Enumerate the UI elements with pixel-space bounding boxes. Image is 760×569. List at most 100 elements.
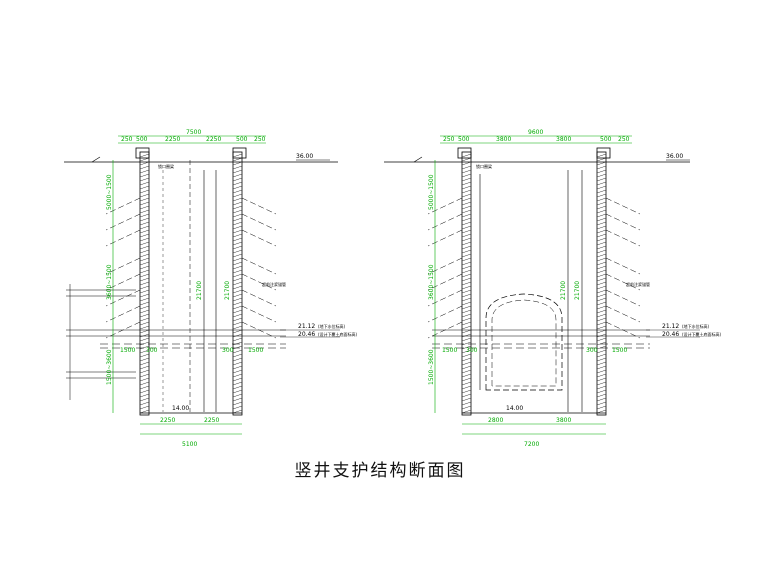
hatch-line: [139, 185, 150, 190]
hatch-line: [139, 205, 150, 210]
hatch-line: [139, 305, 150, 310]
hatch-line: [596, 313, 607, 318]
hatch-line: [596, 245, 607, 250]
hatch-line: [461, 257, 472, 262]
hatch-line: [461, 245, 472, 250]
anchor-group: [105, 197, 277, 339]
anchor-pipe: [427, 273, 463, 291]
hatch-line: [461, 157, 472, 162]
collar-beam-right: [596, 147, 611, 159]
hatch-line: [139, 281, 150, 286]
left-wall: [139, 151, 150, 416]
hatch-line: [596, 333, 607, 338]
side-dim-3: 1500~3600: [106, 349, 113, 385]
hatch-line: [232, 281, 243, 286]
hatch-line: [461, 393, 472, 398]
right-side-dim-2: 1500: [612, 347, 627, 354]
hatch-line: [139, 189, 150, 194]
hatch-line: [596, 205, 607, 210]
hatch-line: [232, 241, 243, 246]
anchor-pipe: [105, 229, 141, 247]
hatch-line: [232, 233, 243, 238]
hatch-line: [232, 173, 243, 178]
top-seg-2: 500: [458, 136, 470, 143]
anchor-pipe: [605, 289, 641, 307]
hatch-line: [232, 265, 243, 270]
ground-elev-label: 36.00: [296, 153, 313, 160]
hatch-line: [139, 361, 150, 366]
anchor-pipe: [241, 305, 277, 323]
span-label-1: 1500: [120, 347, 135, 354]
hatch-line: [232, 217, 243, 222]
hatch-line: [596, 329, 607, 334]
hatch-line: [232, 165, 243, 170]
hatch-line: [139, 157, 150, 162]
hatch-line: [232, 389, 243, 394]
hatch-line: [139, 301, 150, 306]
hatch-line: [596, 369, 607, 374]
right-wall: [232, 151, 243, 416]
bottom-seg-2: 3800: [556, 417, 571, 424]
hatch-line: [461, 369, 472, 374]
hatch-line: [232, 205, 243, 210]
hatch-line: [139, 197, 150, 202]
hatch-line: [596, 321, 607, 326]
collar-beam-left: [457, 147, 472, 159]
hatch-line: [461, 385, 472, 390]
bottom-width-label: 5100: [182, 441, 197, 448]
bottom-seg-2: 2250: [204, 417, 219, 424]
top-seg-6: 250: [618, 136, 630, 143]
hatch-line: [461, 373, 472, 378]
hatch-line: [139, 369, 150, 374]
hatch-line: [461, 269, 472, 274]
hatch-line: [596, 153, 607, 158]
collar-beam-left: [135, 147, 150, 159]
hatch-line: [139, 249, 150, 254]
hatch-line: [232, 157, 243, 162]
hatch-line: [461, 397, 472, 402]
hatch-line: [139, 273, 150, 278]
hatch-line: [232, 261, 243, 266]
top-seg-5: 500: [236, 136, 248, 143]
hatch-line: [139, 409, 150, 414]
ground-tick: [413, 156, 423, 163]
anchor-pipe: [241, 229, 277, 247]
hatch-line: [139, 229, 150, 234]
hatch-line: [232, 245, 243, 250]
hatch-line: [139, 289, 150, 294]
hatch-line: [232, 305, 243, 310]
hatch-line: [596, 361, 607, 366]
anchor-pipe: [105, 289, 141, 307]
anchor-group: [427, 197, 641, 339]
hatch-line: [596, 197, 607, 202]
hatch-line: [139, 377, 150, 382]
hatch-line: [139, 309, 150, 314]
anchor-pipe: [427, 289, 463, 307]
wall-hatch: [461, 153, 607, 414]
anchor-pipe: [427, 229, 463, 247]
top-seg-3: 3800: [496, 136, 511, 143]
hatch-line: [596, 393, 607, 398]
bottom-elev-label: 14.00: [172, 405, 189, 412]
hatch-line: [461, 361, 472, 366]
hatch-line: [461, 301, 472, 306]
hatch-line: [139, 381, 150, 386]
hatch-line: [461, 237, 472, 242]
depth-label: 21700: [224, 281, 231, 300]
hatch-line: [461, 381, 472, 386]
right-wall: [596, 151, 607, 416]
hatch-line: [596, 281, 607, 286]
anchor-note: 超前注浆锚管: [626, 281, 650, 287]
hatch-line: [596, 301, 607, 306]
hatch-line: [596, 221, 607, 226]
anchor-pipe: [427, 257, 463, 275]
hatch-line: [596, 353, 607, 358]
hatch-line: [596, 189, 607, 194]
hatch-line: [461, 345, 472, 350]
hatch-line: [232, 377, 243, 382]
anchor-pipe: [427, 197, 463, 215]
hatch-line: [596, 201, 607, 206]
hatch-line: [596, 337, 607, 342]
hatch-line: [461, 309, 472, 314]
hatch-line: [232, 381, 243, 386]
